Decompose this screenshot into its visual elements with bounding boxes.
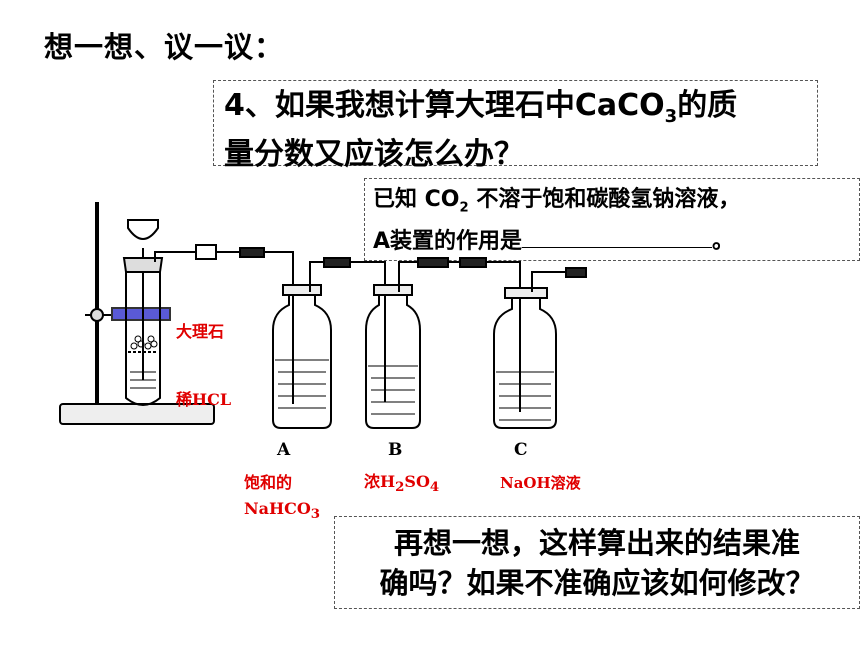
thistle-funnel <box>127 219 159 380</box>
clamp-jaw <box>111 307 171 321</box>
test-tube <box>125 262 161 406</box>
outlet-tube <box>154 251 270 262</box>
rethink-box: 再想一想，这样算出来的结果准 确吗？如果不准确应该如何修改？ <box>334 516 860 609</box>
bottle-a-liquid <box>275 359 329 409</box>
bottle-c-liquid <box>496 371 554 421</box>
known-line-1: 已知 CO2 不溶于饱和碳酸氢钠溶液， <box>373 187 741 216</box>
rethink-line-1: 再想一想，这样算出来的结果准 <box>393 526 800 560</box>
rethink-line-2: 确吗？如果不准确应该如何修改？ <box>379 566 815 600</box>
bottle-a <box>272 292 332 429</box>
bottle-b-stopper <box>373 284 413 296</box>
bottle-b <box>365 292 421 429</box>
rubber-tube-4 <box>459 257 487 268</box>
tube-into-a <box>270 251 294 404</box>
reagent-b-label: 浓H2SO4 <box>364 472 440 496</box>
known-info-box: 已知 CO2 不溶于饱和碳酸氢钠溶液， A装置的作用是。 <box>364 178 860 261</box>
bottle-b-liquid <box>368 365 418 415</box>
bottle-a-stopper <box>282 284 322 296</box>
page-heading: 想一想、议一议： <box>44 30 285 64</box>
b-to-c-tube <box>398 261 521 412</box>
stopcock <box>195 244 217 260</box>
rubber-tube-3 <box>417 257 449 268</box>
marble-chips <box>130 335 158 350</box>
rubber-tube-1 <box>239 247 265 258</box>
reagent-c-label: NaOH溶液 <box>500 474 581 492</box>
bottle-c <box>493 296 557 429</box>
a-to-b-tube <box>309 261 386 402</box>
question-line-1: 4、如果我想计算大理石中CaCO3的质 <box>224 88 738 127</box>
acid-label: 稀HCL <box>176 390 232 409</box>
bottle-c-stopper <box>504 287 548 299</box>
question-box: 4、如果我想计算大理石中CaCO3的质 量分数又应该怎么办？ <box>213 80 818 172</box>
question-line-2: 量分数又应该怎么办？ <box>224 137 524 172</box>
reagent-a-label: 饱和的 NaHCO3 <box>244 473 321 523</box>
rubber-tube-2 <box>323 257 351 268</box>
bottle-c-label: C <box>514 440 528 460</box>
bottle-b-label: B <box>388 440 403 460</box>
bottle-a-label: A <box>277 440 291 460</box>
marble-label: 大理石 <box>176 322 225 341</box>
clamp-knob <box>90 308 104 322</box>
answer-blank <box>522 225 713 249</box>
rubber-tube-5 <box>565 267 587 278</box>
acid-liquid <box>130 371 156 389</box>
known-line-2: A装置的作用是。 <box>373 225 851 259</box>
tube-stopper <box>122 257 164 273</box>
